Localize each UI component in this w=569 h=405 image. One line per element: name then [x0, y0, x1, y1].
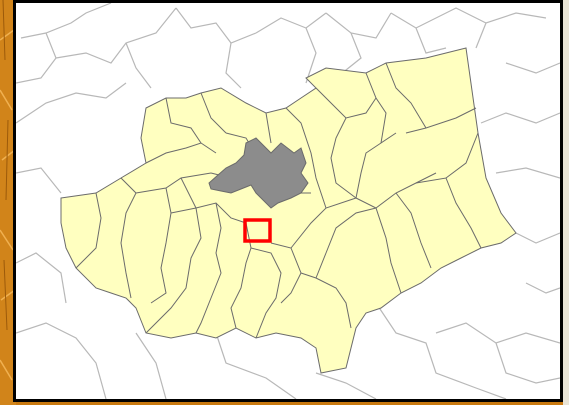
urban-core	[208, 137, 309, 209]
county-map	[16, 3, 560, 399]
map-frame	[13, 0, 563, 402]
left-edge-texture	[0, 0, 16, 405]
right-edge-strip	[563, 0, 569, 405]
highlight-box	[243, 218, 272, 243]
region-counties	[60, 47, 517, 374]
region-outline	[60, 47, 517, 374]
